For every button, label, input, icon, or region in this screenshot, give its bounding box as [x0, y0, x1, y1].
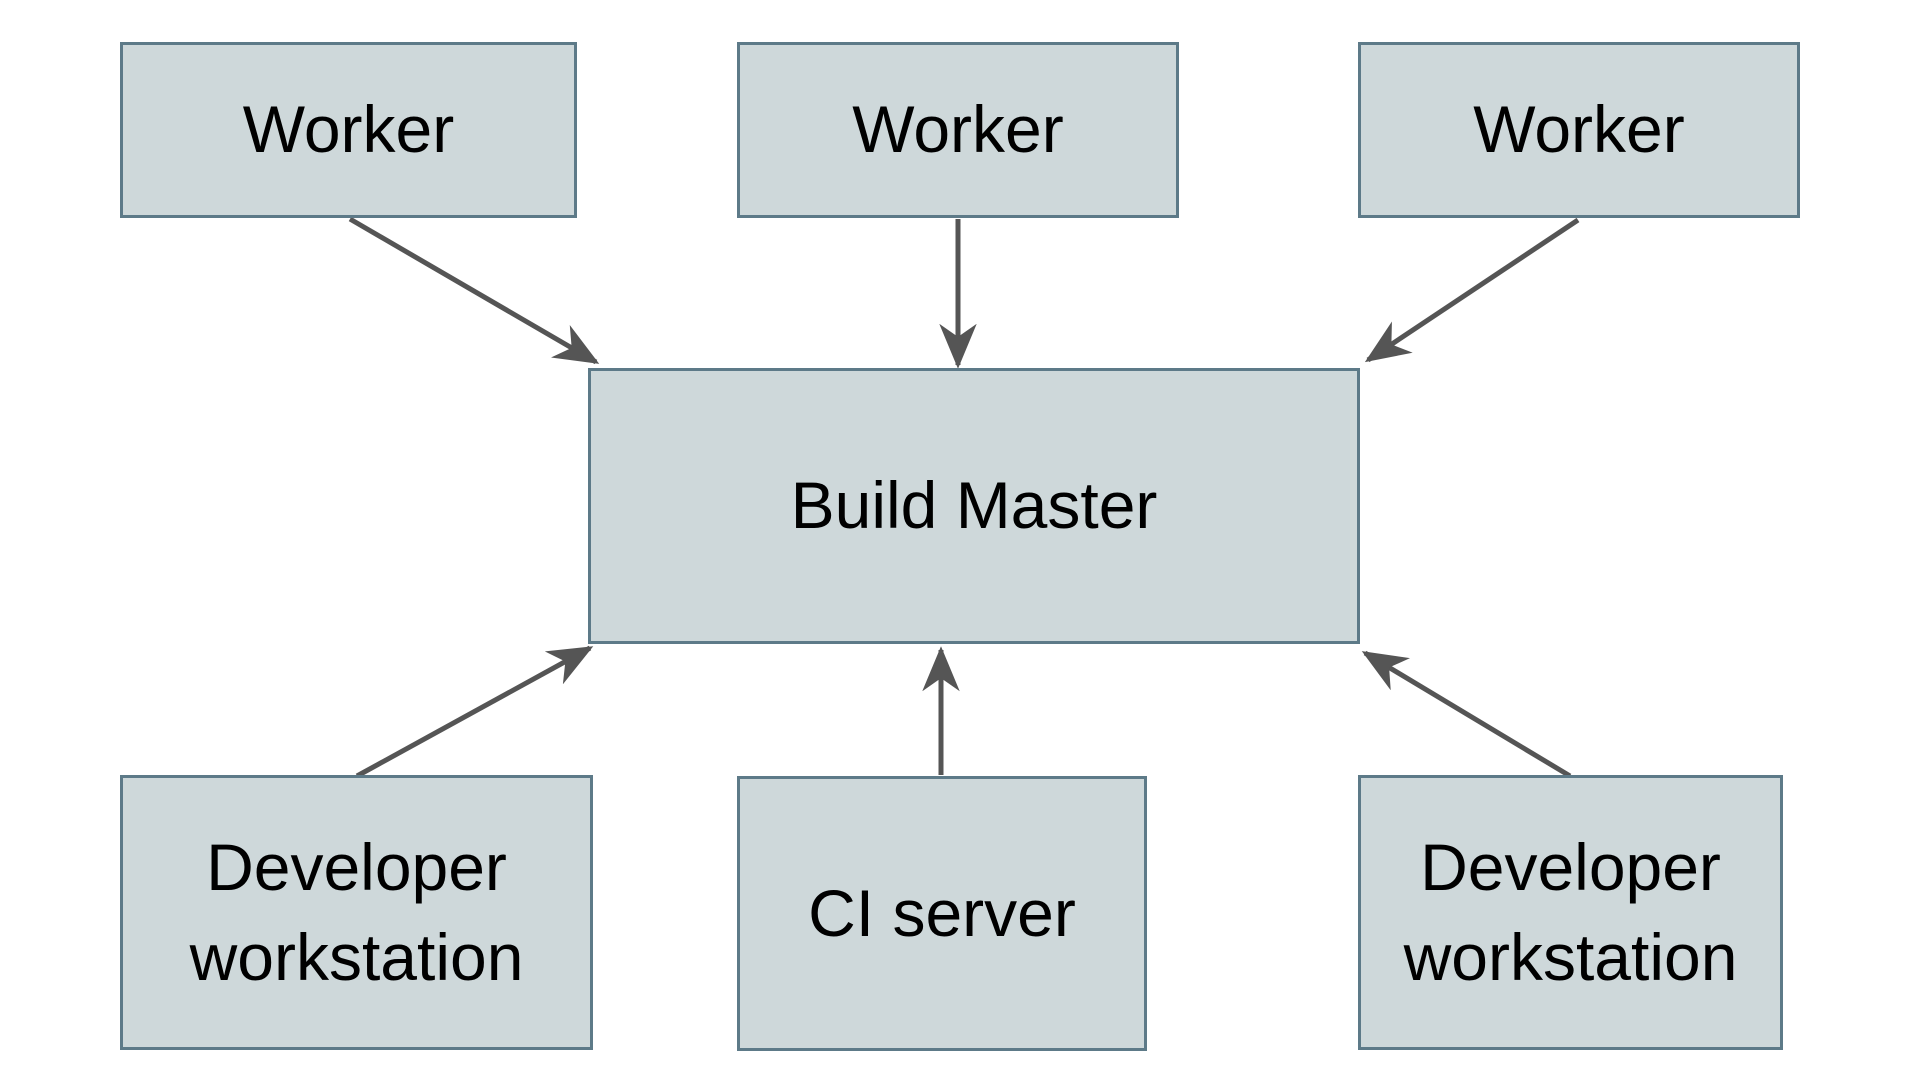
worker-2-node: Worker	[737, 42, 1179, 218]
node-label: Build Master	[790, 468, 1158, 543]
developer-workstation-2-node: Developer workstation	[1358, 775, 1783, 1050]
node-label: Worker	[852, 92, 1064, 167]
developer-workstation-1-node: Developer workstation	[120, 775, 593, 1050]
node-label: Worker	[242, 92, 455, 167]
worker-1-node: Worker	[120, 42, 577, 218]
arrow-worker-1-to-build-master	[348, 216, 600, 365]
arrow-developer-workstation-2-to-build-master	[1361, 650, 1572, 779]
node-label: Developer workstation	[1403, 830, 1738, 994]
node-label: Worker	[1473, 92, 1685, 167]
arrow-developer-workstation-1-to-build-master	[355, 645, 594, 779]
node-label: CI server	[808, 875, 1076, 950]
node-label: Developer workstation	[189, 830, 524, 994]
build-master-node: Build Master	[588, 368, 1360, 644]
ci-server-node: CI server	[737, 776, 1147, 1051]
worker-3-node: Worker	[1358, 42, 1800, 218]
arrow-worker-3-to-build-master	[1364, 217, 1580, 363]
